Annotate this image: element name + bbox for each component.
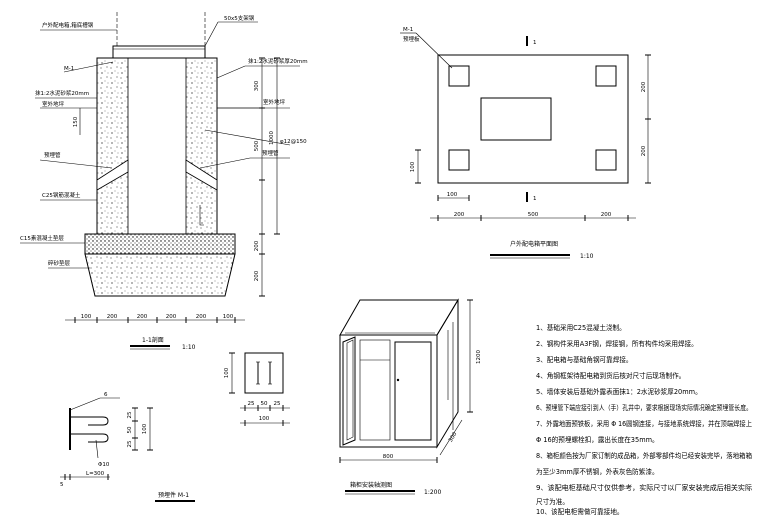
cabinet-scale: 1:200	[424, 489, 441, 496]
plan-dim-bottom-3: 200	[601, 212, 612, 218]
m1-dim-l3: 25	[127, 440, 133, 447]
m1-dim-l1: 25	[127, 411, 133, 418]
cab-dim-height: 1200	[476, 350, 482, 364]
label-pipe-left: 预埋管	[44, 151, 61, 159]
plan-view: 1 1 M-1 预埋板 200 200 100 100 200 500 200 …	[400, 27, 651, 260]
gravel-layer	[84, 253, 236, 297]
label-concrete: C25钢筋混凝土	[42, 191, 81, 199]
notes: 1、基础采用C25混凝土浇制。 2、钢构件采用A3F钢，焊接钢，所有构件均采用焊…	[536, 323, 752, 516]
plan-dim-bottom-1: 200	[454, 212, 465, 218]
plan-dim-left: 100	[410, 161, 416, 172]
dim-bottom-1: 100	[81, 314, 92, 320]
label-outdoor-ground: 室外地坪	[42, 100, 65, 108]
note-6: 6、预埋管下端应接引到人（手）孔井中，要求根据现场实际情况确定预埋管长度。	[536, 403, 752, 412]
m1-dim-l2: 50	[127, 426, 133, 433]
cabinet-side	[436, 298, 459, 449]
embedded-pipe-right	[185, 159, 218, 191]
hollow-core	[127, 57, 187, 235]
plan-dim-right-1: 200	[641, 81, 647, 92]
plan-dim-bottom-2: 500	[528, 212, 539, 218]
section-title: 1-1剖面	[142, 336, 164, 344]
plate-br	[595, 149, 617, 171]
m1-detail: 100 25 50 25 100 6 25 50 25 100 Φ10	[60, 352, 290, 502]
plan-m1: M-1	[403, 27, 413, 33]
label-rebar: φ12@150	[280, 139, 307, 145]
dim-right-4: 200	[254, 240, 260, 251]
note-7b: Φ 16的预埋螺栓扣，露出长度在35mm。	[536, 435, 659, 444]
section-scale: 1:10	[182, 344, 196, 351]
plan-mark-top: 1	[533, 40, 537, 46]
dim-right-1: 300	[254, 80, 260, 91]
m1-length: L=300	[86, 471, 105, 477]
plan-title: 户外配电箱平面图	[510, 240, 558, 248]
dim-right-5: 200	[254, 270, 260, 281]
note-8b: 为至少3mm厚不锈钢，外表灰色防紫漆。	[536, 467, 659, 476]
section-1-1: 300 500 1000 200 200 150 户外配电箱,箱底槽钢 50x5…	[20, 12, 308, 351]
plate-tr	[595, 65, 617, 87]
dim-bottom-2: 200	[107, 314, 118, 320]
plan-mark-bottom: 1	[533, 196, 537, 202]
note-4: 4、角钢框架待配电箱到货后核对尺寸后现场制作。	[536, 371, 685, 380]
note-5: 5、墙体安装后基础外露表面抹1：2水泥砂浆厚20mm。	[536, 387, 702, 396]
label-m1: M-1	[64, 66, 74, 72]
cab-dim-depth: 300	[448, 431, 459, 444]
plan-scale: 1:10	[580, 253, 594, 260]
label-c15: C15素混凝土垫层	[20, 234, 64, 242]
m1-dim-b2: 50	[261, 401, 268, 407]
m1-title: 预埋件 M-1	[158, 491, 189, 499]
note-10: 10、该配电柜需做可靠接地。	[536, 507, 624, 516]
label-channel-steel: 50x5支架钢	[224, 14, 255, 22]
dim-150: 150	[73, 116, 79, 127]
note-9b: 尺寸为准。	[536, 497, 569, 506]
label-pipe-right: 预埋管	[262, 149, 279, 157]
m1-rod: Φ10	[98, 462, 110, 468]
plan-m1-sub: 预埋板	[403, 35, 420, 43]
plan-dim-bottom-small: 100	[447, 192, 458, 198]
note-7: 7、外露地面预铁板，采用 Φ 16圆钢连接，与接地系统焊接，并在顶端焊接上	[536, 419, 752, 428]
m1-dim-6: 6	[104, 392, 108, 398]
dim-bottom-3: 200	[137, 314, 148, 320]
note-1: 1、基础采用C25混凝土浇制。	[536, 323, 626, 332]
m1-dim-100: 100	[142, 423, 148, 434]
note-9: 9、该配电柜基础尺寸仅供参考，实际尺寸以厂家安装完成后相关实际	[536, 483, 752, 492]
cabinet-iso: 1200 300 800 箱柜安装轴测图 1:200	[339, 298, 482, 496]
plan-dim-right-2: 200	[641, 145, 647, 156]
plan-outline	[437, 54, 629, 184]
m1-dim-b1: 25	[248, 401, 255, 407]
label-outdoor-ground-right: 室外地坪	[263, 98, 286, 106]
m1-plate	[244, 352, 284, 394]
dim-bottom-5: 200	[196, 314, 207, 320]
dim-right-3: 1000	[269, 131, 275, 145]
cabinet-title: 箱柜安装轴测图	[350, 481, 392, 489]
label-gravel: 碎砂垫层	[48, 259, 71, 267]
label-mortar-right: 抹1:2水泥砂浆厚20mm	[248, 57, 308, 65]
note-3: 3、配电箱与基础角钢可靠焊接。	[536, 355, 633, 364]
m1-dim-plate: 100	[224, 367, 230, 378]
plan-opening	[480, 97, 552, 141]
cabinet-door-open	[342, 336, 356, 446]
c15-base	[84, 233, 236, 255]
embedded-pipe-left	[96, 159, 129, 191]
note-8: 8、箱柜颜色按为厂家订制的成品箱，外部零部件均已经安装完毕，落地箱箱	[536, 451, 752, 460]
m1-dim-b3: 25	[274, 401, 281, 407]
m1-dim-total: 100	[259, 416, 270, 422]
m1-dim-5: 5	[60, 482, 64, 488]
cab-dim-width: 800	[383, 454, 394, 460]
cabinet-base	[112, 45, 206, 59]
plate-bl	[448, 149, 470, 171]
cabinet-door-right	[394, 341, 432, 441]
dim-bottom-4: 200	[166, 314, 177, 320]
label-mortar-left: 抹1:2水泥砂浆20mm	[35, 89, 89, 97]
dim-bottom-6: 100	[223, 314, 234, 320]
note-2: 2、钢构件采用A3F钢，焊接钢，所有构件均采用焊接。	[536, 339, 698, 348]
label-top-left: 户外配电箱,箱底槽钢	[42, 21, 94, 29]
plate-tl	[448, 65, 470, 87]
dim-right-2: 500	[254, 140, 260, 151]
